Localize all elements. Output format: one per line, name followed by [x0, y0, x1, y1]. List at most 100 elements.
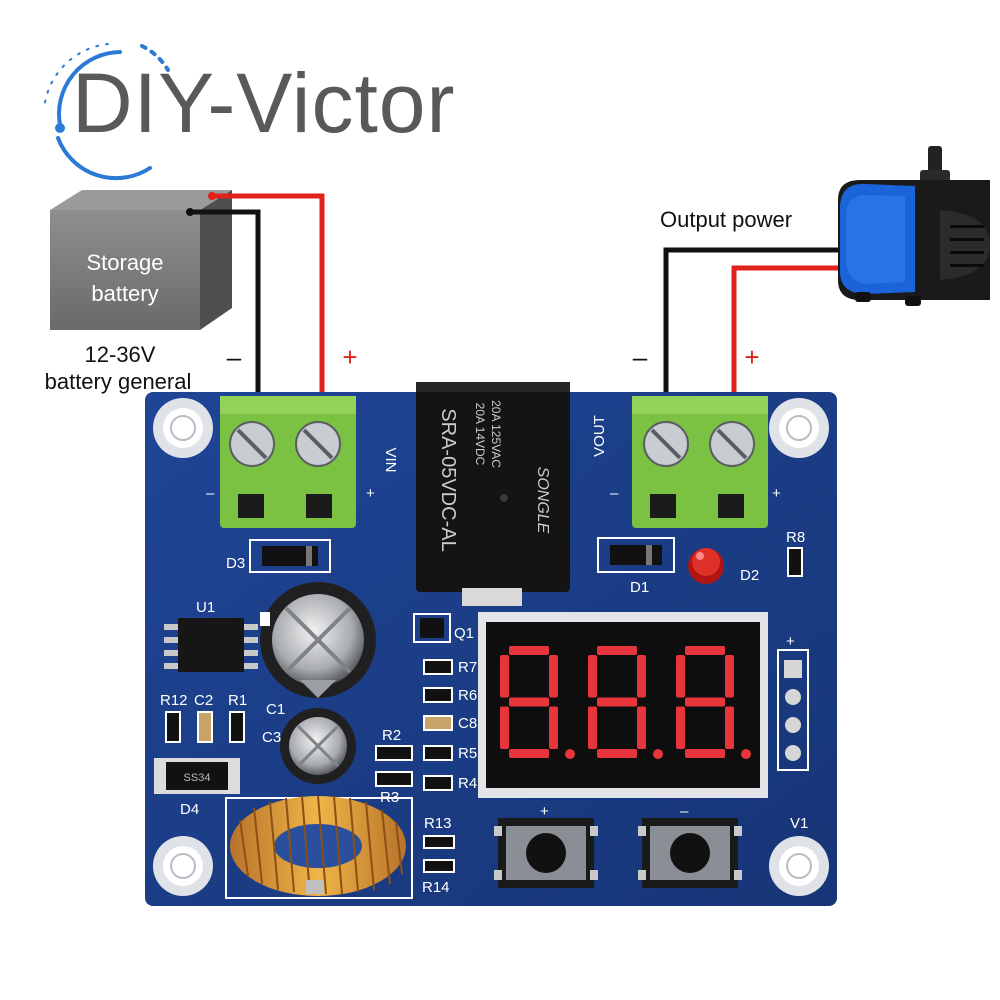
- digit-0-segment-a: [509, 646, 549, 655]
- capacitor-c3: [280, 708, 356, 784]
- pcb-board: VIN – + VOUT – + SRA-05VDC-AL 20A 14VDC …: [145, 382, 837, 906]
- mounting-hole-bottom-left: [153, 836, 213, 896]
- ref-u1: U1: [196, 599, 215, 616]
- pin-header: [777, 649, 809, 771]
- digit-2-segment-f: [676, 655, 685, 698]
- battery-neg-sign: –: [227, 342, 242, 372]
- logo-text: DIY-Victor: [72, 56, 456, 150]
- plus-button[interactable]: [494, 818, 598, 888]
- output-pos-sign: +: [744, 342, 759, 372]
- d4-chip-marking: SS34: [184, 772, 211, 784]
- digit-1-segment-f: [588, 655, 597, 698]
- battery-wires: [186, 192, 325, 395]
- resistor-r12: [165, 711, 181, 743]
- resistor-r14: [423, 859, 455, 873]
- vout-label: VOUT: [591, 415, 608, 457]
- vin-minus-sign: –: [206, 485, 215, 502]
- ref-c8: C8: [458, 715, 477, 732]
- display-digits: [500, 646, 751, 759]
- ref-r1: R1: [228, 692, 247, 709]
- relay-brand-text: SONGLE: [534, 467, 551, 534]
- storage-battery: Storage battery: [50, 190, 232, 330]
- digit-1-segment-b: [637, 655, 646, 698]
- ref-r6: R6: [458, 687, 477, 704]
- battery-positive-wire: [212, 193, 325, 395]
- battery-spec-line2: battery general: [45, 369, 192, 394]
- digit-0-decimal-point: [565, 749, 575, 759]
- vin-terminal-block: [220, 396, 356, 528]
- logo: DIY-Victor: [43, 43, 456, 181]
- digit-1-segment-c: [637, 706, 646, 749]
- battery-label-line2: battery: [91, 281, 158, 306]
- digit-1-segment-d: [597, 749, 637, 758]
- vin-label: VIN: [382, 447, 399, 472]
- digit-0-segment-c: [549, 706, 558, 749]
- digit-1-segment-a: [597, 646, 637, 655]
- capacitor-c1: [260, 582, 376, 698]
- ref-c2: C2: [194, 692, 213, 709]
- ref-c3: C3: [262, 729, 281, 746]
- ref-q1: Q1: [454, 625, 474, 642]
- battery-pos-sign: +: [342, 342, 357, 372]
- ref-d4: D4: [180, 801, 199, 818]
- resistor-r8: [787, 547, 803, 577]
- mounting-hole-top-left: [153, 398, 213, 458]
- battery-negative-wire: [190, 209, 261, 395]
- digit-0-segment-d: [509, 749, 549, 758]
- header-plus-sign: +: [786, 633, 795, 650]
- digit-1-segment-e: [588, 706, 597, 749]
- ref-r13: R13: [424, 815, 452, 832]
- capacitor-c2: [197, 711, 213, 743]
- digit-0-segment-f: [500, 655, 509, 698]
- battery-spec-line1: 12-36V: [85, 342, 156, 367]
- seven-segment-display: [478, 612, 768, 798]
- digit-0-segment-g: [509, 697, 549, 707]
- ref-d1: D1: [630, 579, 649, 596]
- water-pump: [838, 146, 990, 306]
- digit-2-segment-a: [685, 646, 725, 655]
- digit-1-segment-g: [597, 697, 637, 707]
- minus-button[interactable]: [638, 818, 742, 888]
- chip-u1: [164, 618, 258, 672]
- ref-r4: R4: [458, 775, 477, 792]
- output-power-label: Output power: [660, 207, 792, 232]
- ref-c1: C1: [266, 701, 285, 718]
- vout-minus-sign: –: [610, 485, 619, 502]
- ref-v1: V1: [790, 815, 808, 832]
- relay-model-text: SRA-05VDC-AL: [437, 408, 459, 551]
- ref-r8: R8: [786, 529, 805, 546]
- relay-rating-text-2: 20A 125VAC: [489, 400, 503, 468]
- relay: SRA-05VDC-AL 20A 14VDC 20A 125VAC SONGLE: [416, 382, 570, 606]
- output-wires: [663, 247, 838, 395]
- battery-label-line1: Storage: [86, 250, 163, 275]
- digit-2-segment-g: [685, 697, 725, 707]
- output-neg-sign: –: [633, 342, 648, 372]
- digit-1-decimal-point: [653, 749, 663, 759]
- relay-rating-text-1: 20A 14VDC: [473, 403, 487, 466]
- button-plus-label: +: [540, 803, 549, 820]
- resistor-r2: [375, 745, 413, 761]
- ref-r12: R12: [160, 692, 188, 709]
- digit-2-segment-e: [676, 706, 685, 749]
- transistor-q1: [413, 613, 451, 643]
- digit-2-segment-d: [685, 749, 725, 758]
- digit-0-segment-e: [500, 706, 509, 749]
- resistor-r13: [423, 835, 455, 849]
- resistor-column: [423, 659, 453, 791]
- vin-plus-sign: +: [366, 485, 375, 502]
- digit-2-segment-b: [725, 655, 734, 698]
- digit-0-segment-b: [549, 655, 558, 698]
- logo-ring-icon: [43, 43, 170, 181]
- vout-plus-sign: +: [772, 485, 781, 502]
- ref-r2: R2: [382, 727, 401, 744]
- mounting-hole-top-right: [769, 398, 829, 458]
- output-positive-wire: [731, 265, 838, 395]
- output-negative-wire: [663, 247, 838, 395]
- ref-d3: D3: [226, 555, 245, 572]
- ref-r5: R5: [458, 745, 477, 762]
- resistor-r1: [229, 711, 245, 743]
- mounting-hole-bottom-right: [769, 836, 829, 896]
- ref-r7: R7: [458, 659, 477, 676]
- resistor-r3: [375, 771, 413, 787]
